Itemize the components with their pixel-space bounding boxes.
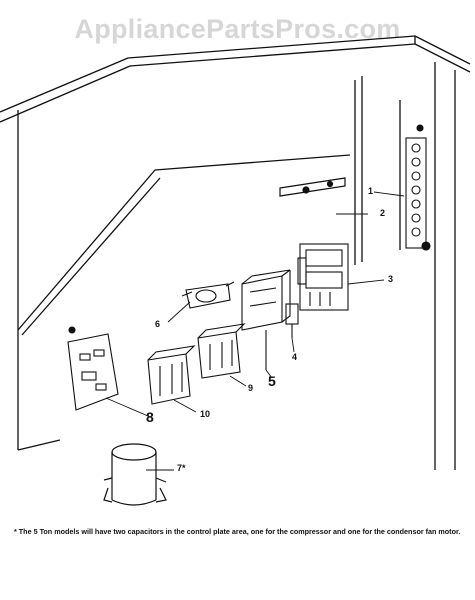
contactor <box>297 243 349 311</box>
capacitor-footnote: * The 5 Ton models will have two capacit… <box>14 527 461 536</box>
callout-4: 4 <box>292 352 298 362</box>
terminal-block <box>405 124 431 251</box>
run-capacitor <box>103 443 167 506</box>
relay-9 <box>197 323 246 379</box>
terminal-jumper <box>285 303 299 338</box>
time-delay-relay <box>181 281 235 309</box>
callout-7: 7* <box>177 463 186 473</box>
relay-10 <box>147 345 196 405</box>
watermark: AppliancePartsPros.com <box>74 14 401 44</box>
callout-1: 1 <box>368 186 374 196</box>
callout-9: 9 <box>248 383 254 393</box>
callout-10: 10 <box>200 409 211 419</box>
callout-6: 6 <box>155 319 161 329</box>
control-plate-edge <box>17 154 351 331</box>
cabinet-top-edge <box>0 35 471 113</box>
callout-3: 3 <box>388 274 394 284</box>
mounting-rail <box>279 177 346 197</box>
transformer <box>241 269 291 370</box>
callout-2: 2 <box>380 208 386 218</box>
callout-5: 5 <box>268 373 276 389</box>
control-board <box>67 326 119 411</box>
callout-8: 8 <box>146 409 154 425</box>
